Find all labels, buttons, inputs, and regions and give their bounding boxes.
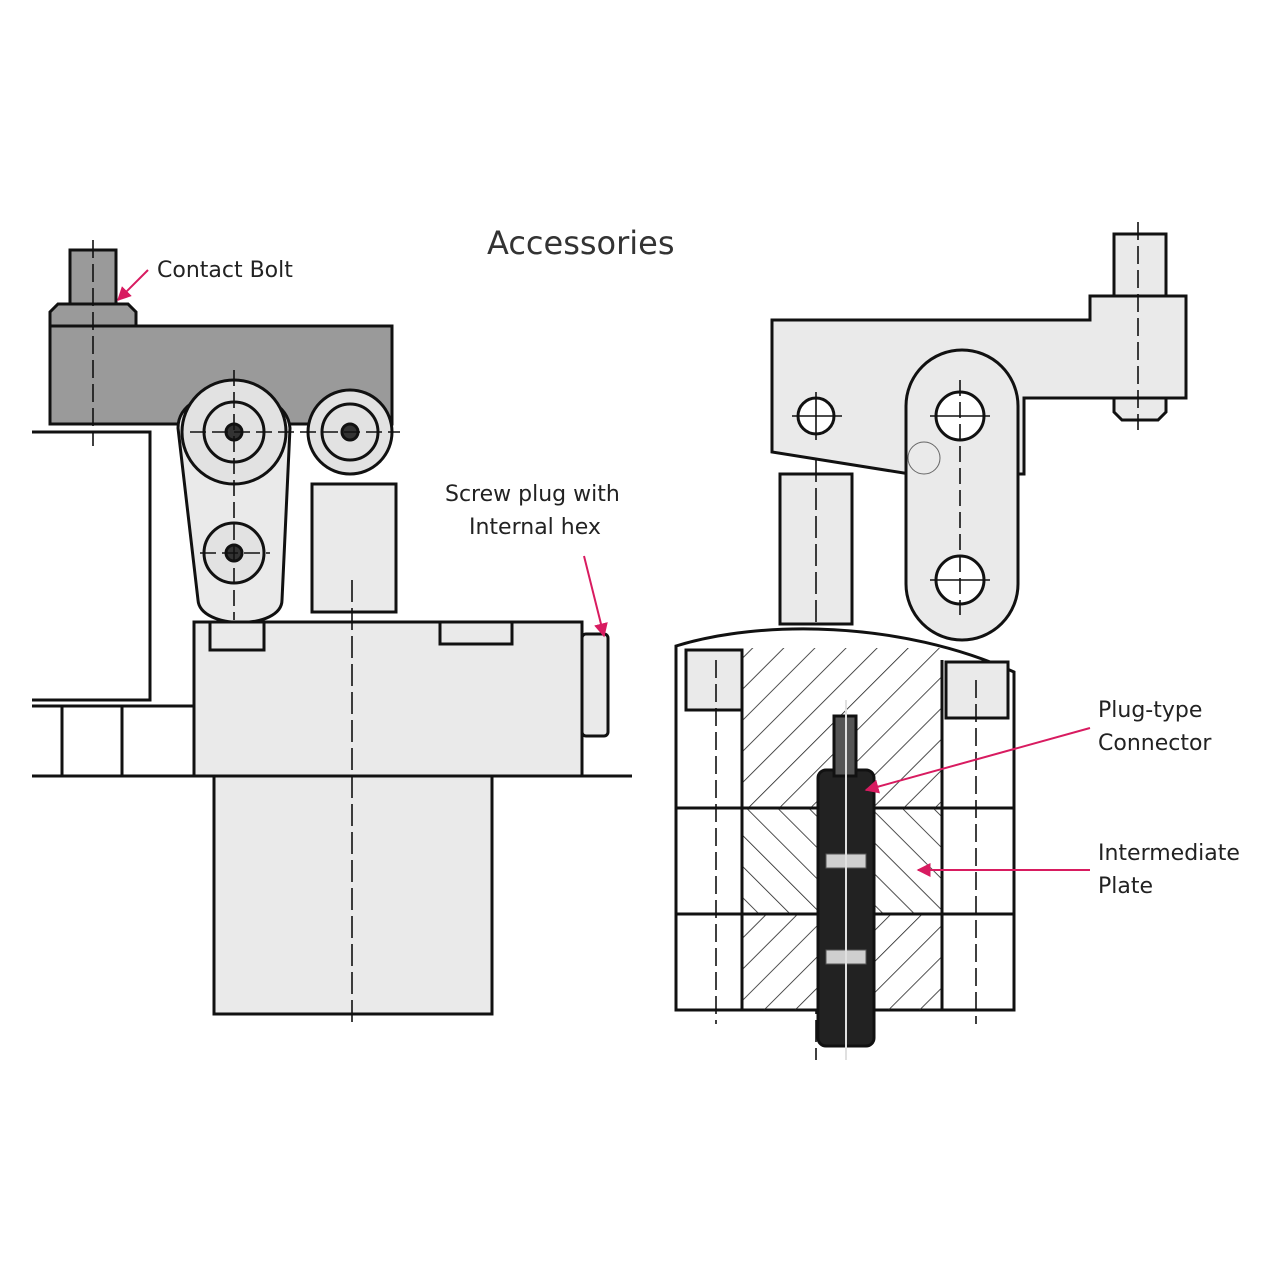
right-contact-bolt [1112,232,1168,298]
leader-screw-plug [583,555,608,638]
cylinder [212,774,494,1016]
leader-plug-type [864,727,1091,794]
diagram-title: Accessories [487,224,675,262]
label-screw-plug-line1: Screw plug with [445,482,620,507]
left-clamp-view [32,240,632,1024]
screw-plug [580,632,610,738]
label-plug-type-line1: Plug-type [1098,698,1203,723]
right-link [904,348,1020,642]
piston-rod [310,482,398,614]
label-intermediate-line2: Plate [1098,874,1154,899]
leader-contact-bolt [117,269,149,301]
label-screw-plug-line2: Internal hex [469,515,601,540]
label-plug-type-line2: Connector [1098,731,1212,756]
leader-lines [117,269,1091,877]
fixture-base [32,430,152,702]
label-intermediate-line1: Intermediate [1098,841,1240,866]
label-contact-bolt: Contact Bolt [157,258,293,283]
right-clamp-view [674,222,1188,1060]
